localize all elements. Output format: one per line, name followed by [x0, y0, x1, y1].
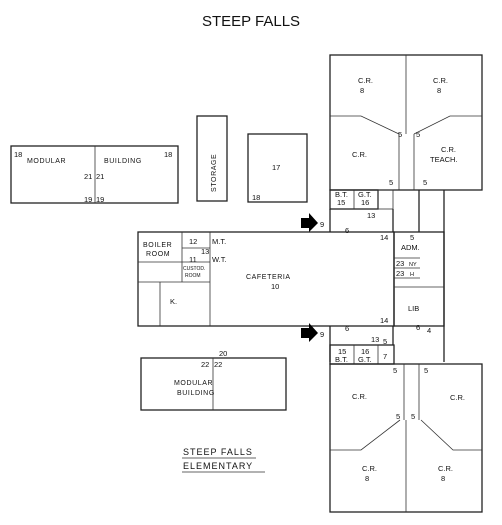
modular-top-label-a: MODULAR	[27, 158, 66, 165]
storage-room: STORAGE	[196, 115, 228, 202]
bt-top-label: B.T.	[335, 190, 348, 199]
mt-label: M.T.	[212, 237, 226, 246]
room-13-number: 13	[201, 247, 209, 256]
entrance-bottom-number: 9	[320, 330, 324, 339]
marker-5-h: 5	[411, 412, 415, 421]
gt-bottom-label: G.T.	[358, 355, 372, 364]
marker-13-top: 13	[367, 211, 375, 220]
marker-13-bottom: 13	[371, 335, 379, 344]
modular-bottom-top-number: 20	[219, 349, 227, 358]
entrance-top-number: 9	[320, 220, 324, 229]
cr-bottom-right-label: C.R.	[438, 464, 453, 473]
marker-5-b: 5	[416, 130, 420, 139]
storage-label: STORAGE	[211, 154, 218, 192]
toilets-top: B.T. 15 G.T. 16 13	[329, 189, 394, 220]
marker-6-bottom: 6	[345, 324, 349, 333]
marker-5-c: 5	[389, 178, 393, 187]
arrow-right-icon	[301, 323, 318, 342]
modular-top-bot-b: 19	[96, 195, 104, 204]
cr-top-left-number: 8	[360, 86, 364, 95]
marker-5-f: 5	[424, 366, 428, 375]
marker-5-e: 5	[393, 366, 397, 375]
cr-teach-label-b: TEACH.	[430, 155, 458, 164]
adm-23-a: 23	[396, 259, 404, 268]
modular-bottom-label-b: BUILDING	[177, 390, 215, 397]
modular-bottom-number-b: 22	[214, 360, 222, 369]
marker-4: 4	[427, 326, 431, 335]
cr-teach-label-a: C.R.	[441, 145, 456, 154]
mt-number: 12	[189, 237, 197, 246]
adm-23-b-label: H	[410, 272, 414, 278]
admin-library: 5 ADM. 23 NY 23 H LIB 6 4	[393, 231, 445, 335]
page-title: STEEP FALLS	[201, 13, 301, 30]
boiler-label-b: ROOM	[146, 251, 170, 258]
classroom-wing-top: C.R. 8 C.R. 8 C.R. C.R. TEACH. 5 5 5 5	[329, 54, 483, 191]
custodian-label-a: CUSTOD.	[183, 266, 205, 272]
cr-bottom-left-label: C.R.	[362, 464, 377, 473]
plan-caption: STEEP FALLS ELEMENTARY	[182, 447, 265, 473]
caption-line-2: ELEMENTARY	[183, 461, 253, 471]
kitchen-label: K.	[170, 297, 177, 306]
arrow-right-icon	[301, 213, 318, 232]
cr-bottom-left-top-label: C.R.	[352, 392, 367, 401]
caption-line-1: STEEP FALLS	[183, 447, 253, 457]
marker-5-d: 5	[423, 178, 427, 187]
modular-top-bot-a: 19	[84, 195, 92, 204]
marker-5-g: 5	[396, 412, 400, 421]
room-7-number: 7	[383, 352, 387, 361]
modular-bottom-label-a: MODULAR	[174, 380, 213, 387]
gt-top-label: G.T.	[358, 190, 372, 199]
adm-label: ADM.	[401, 243, 420, 252]
cr-bottom-left-number: 8	[365, 474, 369, 483]
adm-number: 5	[410, 233, 414, 242]
modular-top-mid-a: 21	[84, 172, 92, 181]
boiler-label-a: BOILER	[143, 242, 172, 249]
wt-label: W.T.	[212, 255, 227, 264]
marker-6-lib: 6	[416, 323, 420, 332]
cr-bottom-right-top-label: C.R.	[450, 393, 465, 402]
entrance-bottom: 9	[301, 323, 324, 342]
toilets-bottom: 13 5 15 B.T. 16 G.T. 7	[329, 335, 395, 365]
modular-bottom-number-a: 22	[201, 360, 209, 369]
gt-top-number: 16	[361, 198, 369, 207]
marker-5-a: 5	[398, 130, 402, 139]
modular-top-number-left: 18	[14, 150, 22, 159]
modular-top-mid-b: 21	[96, 172, 104, 181]
classroom-wing-bottom: 5 5 5 5 C.R. C.R. C.R. 8 C.R. 8	[329, 363, 483, 513]
cr-top-right-number: 8	[437, 86, 441, 95]
bt-bottom-label: B.T.	[335, 355, 348, 364]
marker-14-bottom: 14	[380, 316, 388, 325]
room-17: 17 18	[247, 133, 308, 203]
entrance-top: 9	[301, 213, 324, 232]
cr-bottom-right-number: 8	[441, 474, 445, 483]
modular-top-label-b: BUILDING	[104, 158, 142, 165]
modular-building-top: 18 18 MODULAR BUILDING 21 21 19 19	[10, 145, 179, 204]
adm-23-b: 23	[396, 269, 404, 278]
cafeteria-label: CAFETERIA	[246, 274, 291, 281]
room-17-number: 17	[272, 163, 280, 172]
cr-mid-left-label: C.R.	[352, 150, 367, 159]
cafeteria-number: 10	[271, 282, 279, 291]
modular-top-number-right: 18	[164, 150, 172, 159]
cr-top-left-label: C.R.	[358, 76, 373, 85]
bt-bottom-number: 15	[338, 347, 346, 356]
marker-6-top: 6	[345, 226, 349, 235]
marker-14-top: 14	[380, 233, 388, 242]
room-17-corner: 18	[252, 193, 260, 202]
cr-top-right-label: C.R.	[433, 76, 448, 85]
custodian-label-b: ROOM	[185, 273, 201, 279]
marker-5-bottom-top: 5	[383, 337, 387, 346]
modular-building-bottom: 20 22 22 MODULAR BUILDING	[140, 349, 287, 411]
bt-top-number: 15	[337, 198, 345, 207]
wt-number: 11	[189, 255, 197, 264]
lib-label: LIB	[408, 304, 419, 313]
central-building: BOILER ROOM 12 M.T. 13 11 W.T. CUSTOD. R…	[137, 226, 395, 333]
adm-23-a-label: NY	[409, 262, 417, 268]
gt-bottom-number: 16	[361, 347, 369, 356]
